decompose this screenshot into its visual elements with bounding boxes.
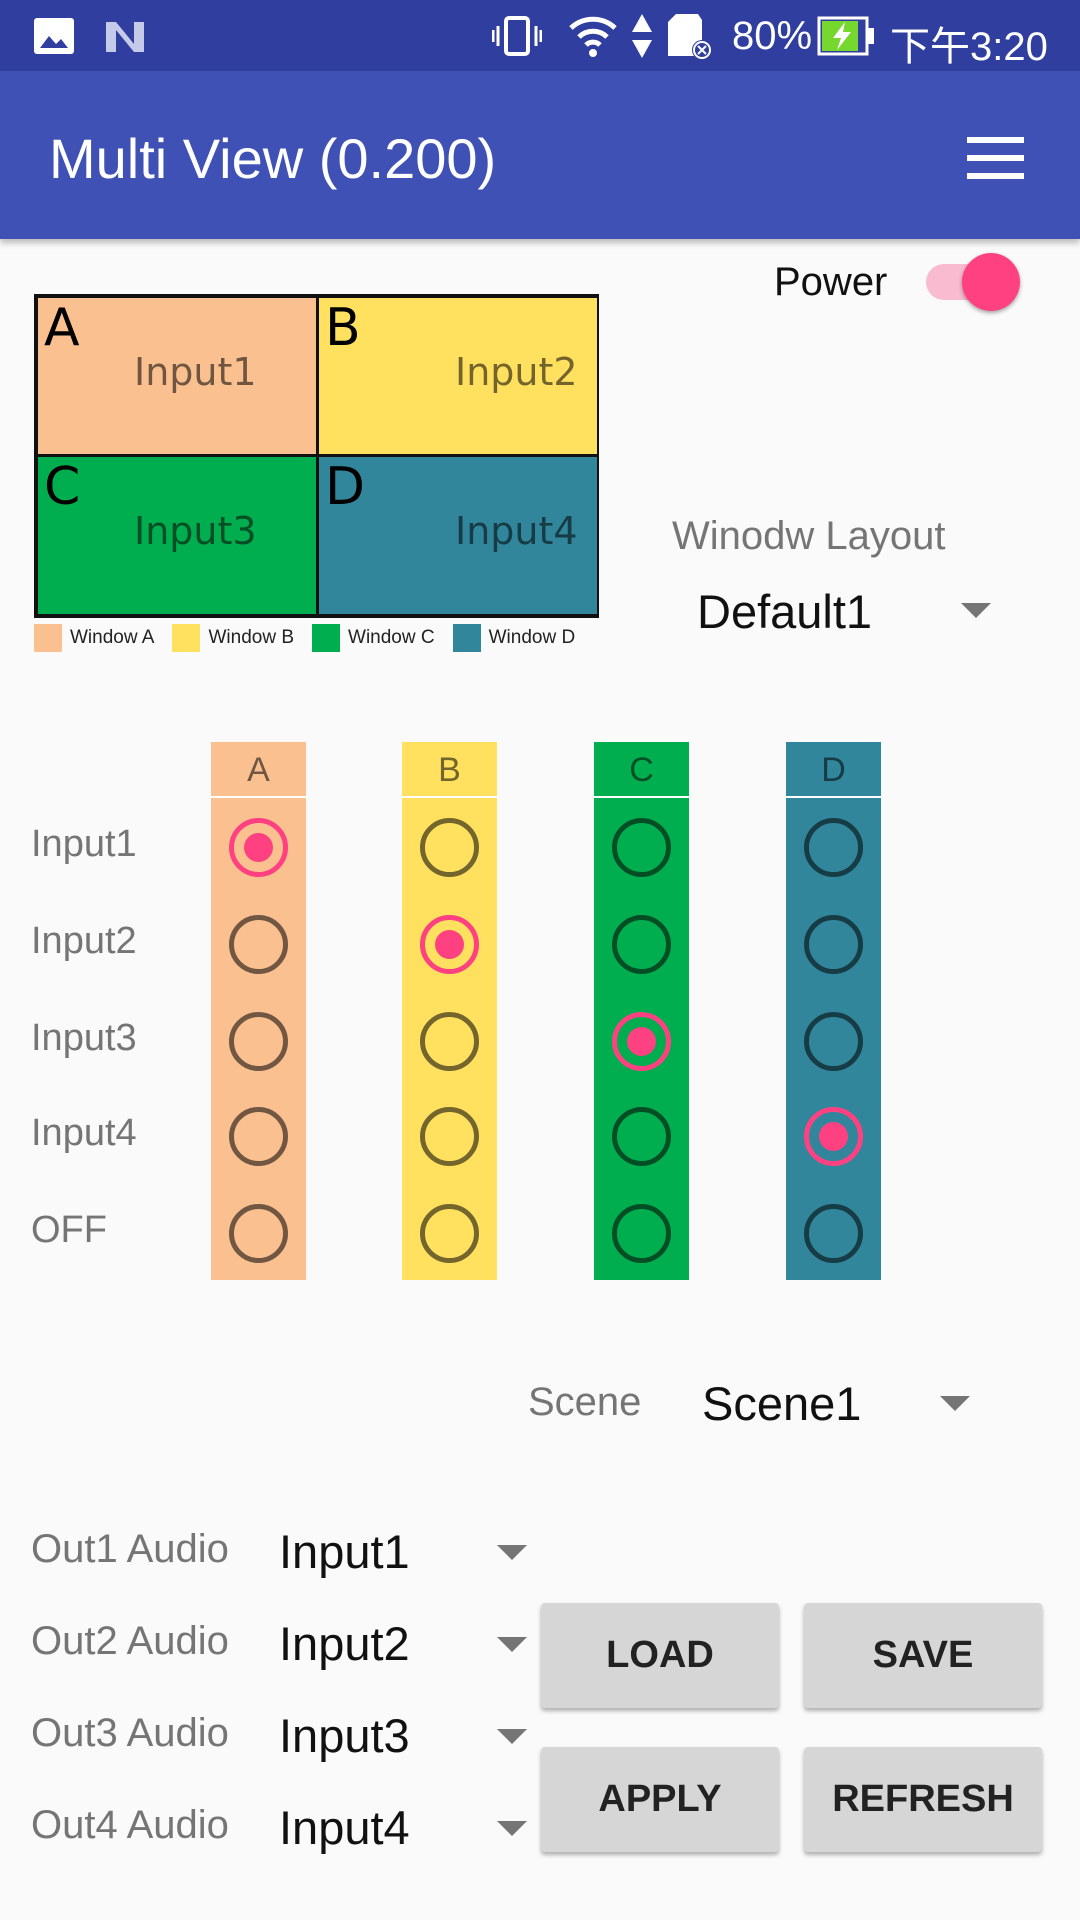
legend-swatch bbox=[452, 624, 481, 652]
preview-window-c: C Input3 bbox=[36, 455, 318, 616]
dropdown-arrow-icon bbox=[497, 1545, 527, 1560]
column-header: C bbox=[594, 742, 689, 798]
legend-label: Window D bbox=[488, 627, 576, 648]
preview-window-d: D Input4 bbox=[317, 455, 599, 616]
status-bar: 80% 下午3:20 bbox=[0, 0, 1080, 71]
window-letter: A bbox=[44, 298, 80, 358]
page-title: Multi View (0.200) bbox=[49, 127, 497, 190]
preview-legend: Window A Window B Window C Window D bbox=[34, 624, 575, 652]
audio-label: Out1 Audio bbox=[31, 1527, 229, 1571]
radio-d-input4[interactable] bbox=[804, 1107, 863, 1166]
dropdown-arrow-icon bbox=[497, 1729, 527, 1744]
audio-value: Input2 bbox=[279, 1617, 410, 1670]
legend-label: Window B bbox=[208, 627, 295, 648]
audio-label: Out4 Audio bbox=[31, 1803, 229, 1847]
dropdown-arrow-icon bbox=[497, 1821, 527, 1836]
radio-d-off[interactable] bbox=[804, 1204, 863, 1263]
radio-d-input2[interactable] bbox=[804, 915, 863, 974]
layout-preview: A Input1 B Input2 C Input3 D Input4 bbox=[34, 294, 599, 618]
audio-dropdown-2[interactable]: Input2 bbox=[275, 1610, 535, 1676]
save-button[interactable]: SAVE bbox=[804, 1603, 1042, 1708]
sd-card-icon bbox=[668, 14, 712, 60]
data-arrows-icon bbox=[632, 14, 652, 58]
window-input: Input4 bbox=[455, 509, 578, 553]
column-header: B bbox=[402, 742, 497, 798]
scene-value: Scene1 bbox=[702, 1377, 862, 1430]
window-layout-dropdown[interactable]: Default1 bbox=[690, 578, 1000, 644]
radio-c-input1[interactable] bbox=[612, 818, 671, 877]
row-label: Input4 bbox=[31, 1112, 137, 1154]
audio-label: Out3 Audio bbox=[31, 1711, 229, 1755]
window-input: Input1 bbox=[134, 350, 257, 394]
radio-b-off[interactable] bbox=[420, 1204, 479, 1263]
load-button[interactable]: LOAD bbox=[541, 1603, 779, 1708]
vibrate-icon bbox=[492, 16, 542, 56]
legend-swatch bbox=[312, 624, 341, 652]
window-layout-label: Winodw Layout bbox=[672, 514, 946, 558]
window-input: Input3 bbox=[134, 509, 257, 553]
radio-c-input3[interactable] bbox=[612, 1012, 671, 1071]
power-toggle[interactable] bbox=[926, 253, 1020, 311]
matrix-column-d: D bbox=[786, 742, 881, 1280]
window-letter: D bbox=[325, 457, 366, 517]
column-header: D bbox=[786, 742, 881, 798]
wifi-icon bbox=[569, 16, 617, 57]
window-input: Input2 bbox=[455, 350, 578, 394]
radio-a-input3[interactable] bbox=[229, 1012, 288, 1071]
toggle-thumb bbox=[962, 253, 1020, 311]
matrix-column-b: B bbox=[402, 742, 497, 1280]
row-label: OFF bbox=[31, 1209, 107, 1251]
legend-swatch bbox=[172, 624, 201, 652]
column-header: A bbox=[211, 742, 306, 798]
dropdown-arrow-icon bbox=[940, 1396, 970, 1411]
preview-window-b: B Input2 bbox=[317, 296, 599, 456]
radio-c-input2[interactable] bbox=[612, 915, 671, 974]
audio-dropdown-1[interactable]: Input1 bbox=[275, 1518, 535, 1584]
n-icon bbox=[106, 22, 144, 52]
audio-value: Input4 bbox=[279, 1801, 410, 1854]
scene-dropdown[interactable]: Scene1 bbox=[700, 1370, 990, 1436]
row-label: Input2 bbox=[31, 920, 137, 962]
matrix-column-a: A bbox=[211, 742, 306, 1280]
audio-dropdown-4[interactable]: Input4 bbox=[275, 1794, 535, 1860]
image-icon bbox=[34, 18, 74, 54]
radio-d-input3[interactable] bbox=[804, 1012, 863, 1071]
app-bar bbox=[0, 71, 1080, 239]
radio-c-off[interactable] bbox=[612, 1204, 671, 1263]
audio-value: Input1 bbox=[279, 1525, 410, 1578]
dropdown-arrow-icon bbox=[961, 603, 991, 618]
apply-button[interactable]: APPLY bbox=[541, 1747, 779, 1852]
window-letter: C bbox=[44, 457, 81, 517]
audio-value: Input3 bbox=[279, 1709, 410, 1762]
legend-swatch bbox=[34, 624, 62, 652]
radio-b-input4[interactable] bbox=[420, 1107, 479, 1166]
hamburger-menu-icon[interactable] bbox=[967, 137, 1024, 191]
scene-label: Scene bbox=[528, 1380, 642, 1424]
legend-label: Window C bbox=[348, 627, 435, 648]
window-letter: B bbox=[325, 298, 361, 358]
refresh-button[interactable]: REFRESH bbox=[804, 1747, 1042, 1852]
radio-d-input1[interactable] bbox=[804, 818, 863, 877]
preview-window-a: A Input1 bbox=[36, 296, 318, 456]
radio-a-input4[interactable] bbox=[229, 1107, 288, 1166]
dropdown-arrow-icon bbox=[497, 1637, 527, 1652]
audio-label: Out2 Audio bbox=[31, 1619, 229, 1663]
audio-dropdown-3[interactable]: Input3 bbox=[275, 1702, 535, 1768]
row-label: Input1 bbox=[31, 823, 137, 865]
radio-b-input1[interactable] bbox=[420, 818, 479, 877]
radio-b-input2[interactable] bbox=[420, 915, 479, 974]
radio-a-input2[interactable] bbox=[229, 915, 288, 974]
legend-label: Window A bbox=[70, 627, 155, 648]
matrix-column-c: C bbox=[594, 742, 689, 1280]
radio-a-off[interactable] bbox=[229, 1204, 288, 1263]
radio-a-input1[interactable] bbox=[229, 818, 288, 877]
battery-percent: 80% bbox=[732, 14, 813, 58]
window-layout-value: Default1 bbox=[697, 585, 873, 638]
radio-c-input4[interactable] bbox=[612, 1107, 671, 1166]
power-label: Power bbox=[774, 260, 888, 304]
battery-charging-icon bbox=[817, 16, 874, 56]
clock: 下午3:20 bbox=[890, 25, 1048, 69]
row-label: Input3 bbox=[31, 1017, 137, 1059]
radio-b-input3[interactable] bbox=[420, 1012, 479, 1071]
